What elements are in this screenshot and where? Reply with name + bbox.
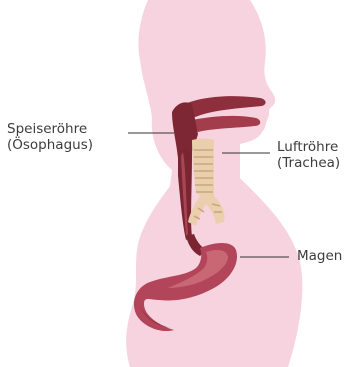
stomach-label-line1: Magen	[297, 248, 342, 264]
stomach-label: Magen	[297, 248, 342, 264]
esophagus-label-line1: Speiseröhre	[7, 121, 93, 137]
esophagus-label-line2: (Ösophagus)	[7, 137, 93, 153]
trachea-label: Luftröhre (Trachea)	[277, 139, 340, 171]
esophagus-label: Speiseröhre (Ösophagus)	[7, 121, 93, 153]
body-silhouette	[126, 0, 302, 367]
trachea-label-line2: (Trachea)	[277, 155, 340, 171]
trachea-label-line1: Luftröhre	[277, 139, 340, 155]
